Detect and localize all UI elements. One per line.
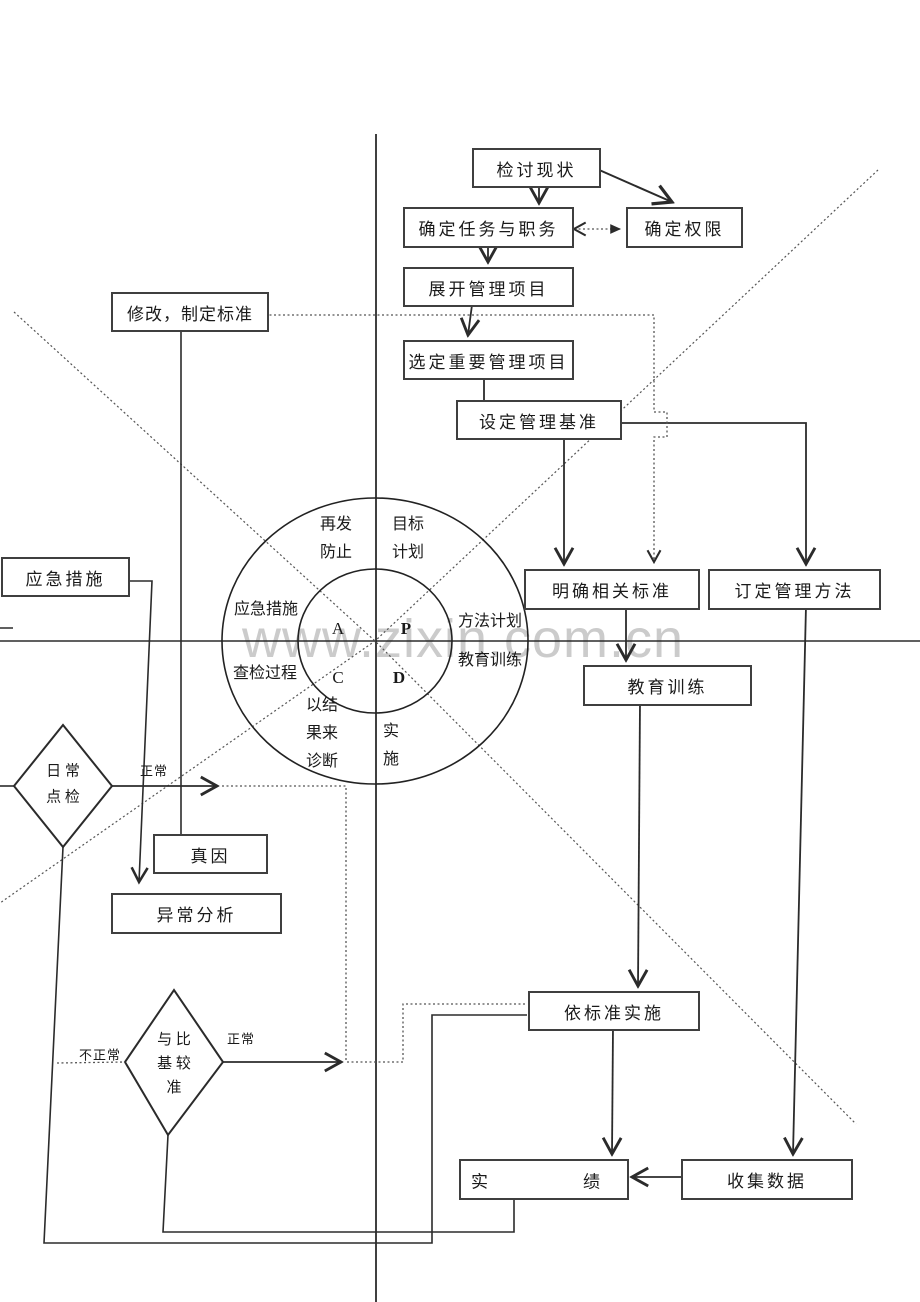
ring-label-goal-plan: 目标 计划 bbox=[391, 516, 425, 561]
daily-check-label: 日 常 点 检 bbox=[46, 763, 80, 806]
ring-label-emergency-measures: 应急措施 bbox=[233, 601, 299, 618]
edge-label-normal-compare: 正常 bbox=[226, 1031, 256, 1047]
ring-label-education-training: 教育训练 bbox=[457, 652, 523, 669]
box-select-items: 选定重要管理项目 bbox=[403, 340, 574, 380]
ring-label-check-process: 查检过程 bbox=[232, 665, 298, 682]
ring-label-implement: 实 施 bbox=[382, 723, 400, 768]
pdca-inner-circle bbox=[297, 568, 453, 714]
arrow-baseline-to-methods bbox=[618, 422, 806, 564]
box-abnormal-analysis: 异常分析 bbox=[111, 893, 282, 934]
pdca-outer-circle bbox=[221, 497, 529, 785]
ring-label-diagnose-by-result: 以结 果来 诊断 bbox=[305, 697, 339, 770]
ring-label-recurrence-prevention: 再发 防止 bbox=[319, 516, 353, 561]
box-define-tasks: 确定任务与职务 bbox=[403, 207, 574, 248]
dotted-arrow-modify-to-standards bbox=[265, 314, 668, 562]
arrow-emergency-to-abnormal bbox=[126, 580, 153, 882]
box-expand-items: 展开管理项目 bbox=[403, 267, 574, 307]
arrow-review-to-authority bbox=[596, 168, 672, 202]
pdca-letter-c: C bbox=[332, 668, 344, 688]
ring-label-method-plan: 方法计划 bbox=[457, 613, 523, 630]
pdca-letter-a: A bbox=[331, 619, 345, 639]
pdca-letter-p: P bbox=[400, 619, 412, 639]
loop-results-to-compare bbox=[162, 1134, 515, 1233]
results-label-left: 实 bbox=[471, 1172, 491, 1191]
dotted-compare-to-implement bbox=[347, 1003, 527, 1063]
pdca-letter-d: D bbox=[392, 668, 406, 688]
dotted-daily-check-down bbox=[222, 785, 347, 1060]
diagonal-dotted-line-nw-se bbox=[13, 311, 857, 1125]
arrow-methods-to-collect bbox=[793, 605, 807, 1154]
arrow-expand-to-select bbox=[468, 304, 472, 335]
box-true-cause: 真因 bbox=[153, 834, 268, 874]
arrow-implement-to-results bbox=[612, 1026, 613, 1154]
edge-label-normal-daily: 正常 bbox=[139, 763, 169, 779]
compare-baseline-label: 与 比 基 较 准 bbox=[157, 1032, 191, 1096]
edge-label-abnormal: 不正常 bbox=[78, 1047, 122, 1063]
box-modify-standards: 修改，制定标准 bbox=[111, 292, 269, 332]
box-collect-data: 收集数据 bbox=[681, 1159, 853, 1200]
box-set-baseline: 设定管理基准 bbox=[456, 400, 622, 440]
arrow-education-to-implement bbox=[638, 701, 640, 986]
box-emergency-measures: 应急措施 bbox=[1, 557, 130, 597]
diagonal-dotted-line-ne-sw bbox=[0, 169, 879, 904]
box-clarify-standards: 明确相关标准 bbox=[524, 569, 700, 610]
watermark-text: www.zixin.com.cn bbox=[241, 609, 685, 669]
box-define-authority: 确定权限 bbox=[626, 207, 743, 248]
box-review-status: 检讨现状 bbox=[472, 148, 601, 188]
box-implement-standard: 依标准实施 bbox=[528, 991, 700, 1031]
box-education-training: 教育训练 bbox=[583, 665, 752, 706]
results-label-right: 绩 bbox=[583, 1172, 603, 1191]
box-set-methods: 订定管理方法 bbox=[708, 569, 881, 610]
box-results: 实 绩 bbox=[459, 1159, 629, 1200]
loop-daily-check-to-implement bbox=[43, 846, 527, 1244]
